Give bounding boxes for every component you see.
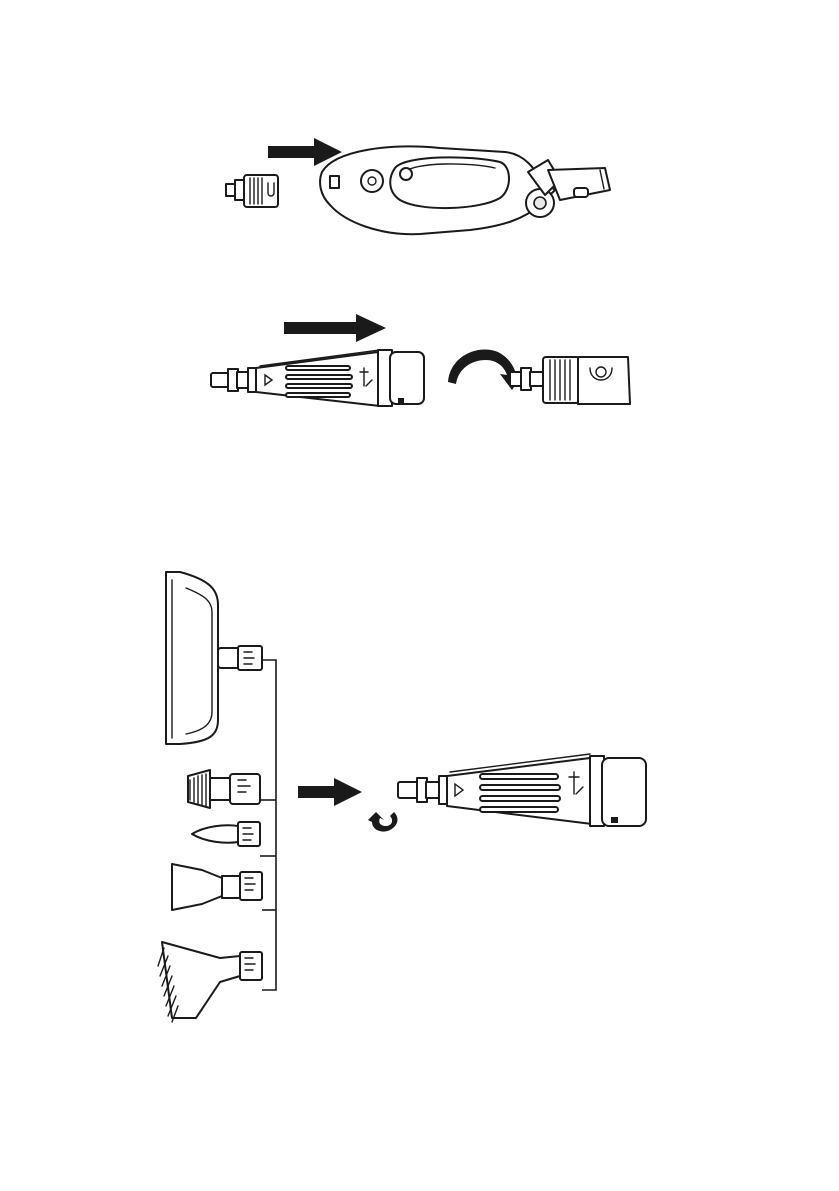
flat-scraper [172, 864, 262, 910]
jet-nozzle [192, 822, 260, 846]
large-floor-head [166, 572, 262, 744]
arrow-right-icon [298, 778, 362, 806]
rotate-arrow-icon [368, 812, 397, 832]
adapter [226, 175, 278, 207]
extension-nozzle [211, 350, 424, 406]
extension-nozzle [398, 754, 646, 826]
adapter [510, 357, 630, 404]
extension-nozzle-to-adapter-step [211, 314, 630, 406]
steam-handle [320, 146, 610, 234]
adapter-to-handle-step [226, 138, 610, 234]
round-brush [188, 770, 260, 808]
arrow-right-icon [284, 314, 386, 342]
bristle-brush [158, 942, 262, 1022]
accessory-attach-step [158, 572, 646, 1022]
connector-lines [260, 660, 276, 990]
